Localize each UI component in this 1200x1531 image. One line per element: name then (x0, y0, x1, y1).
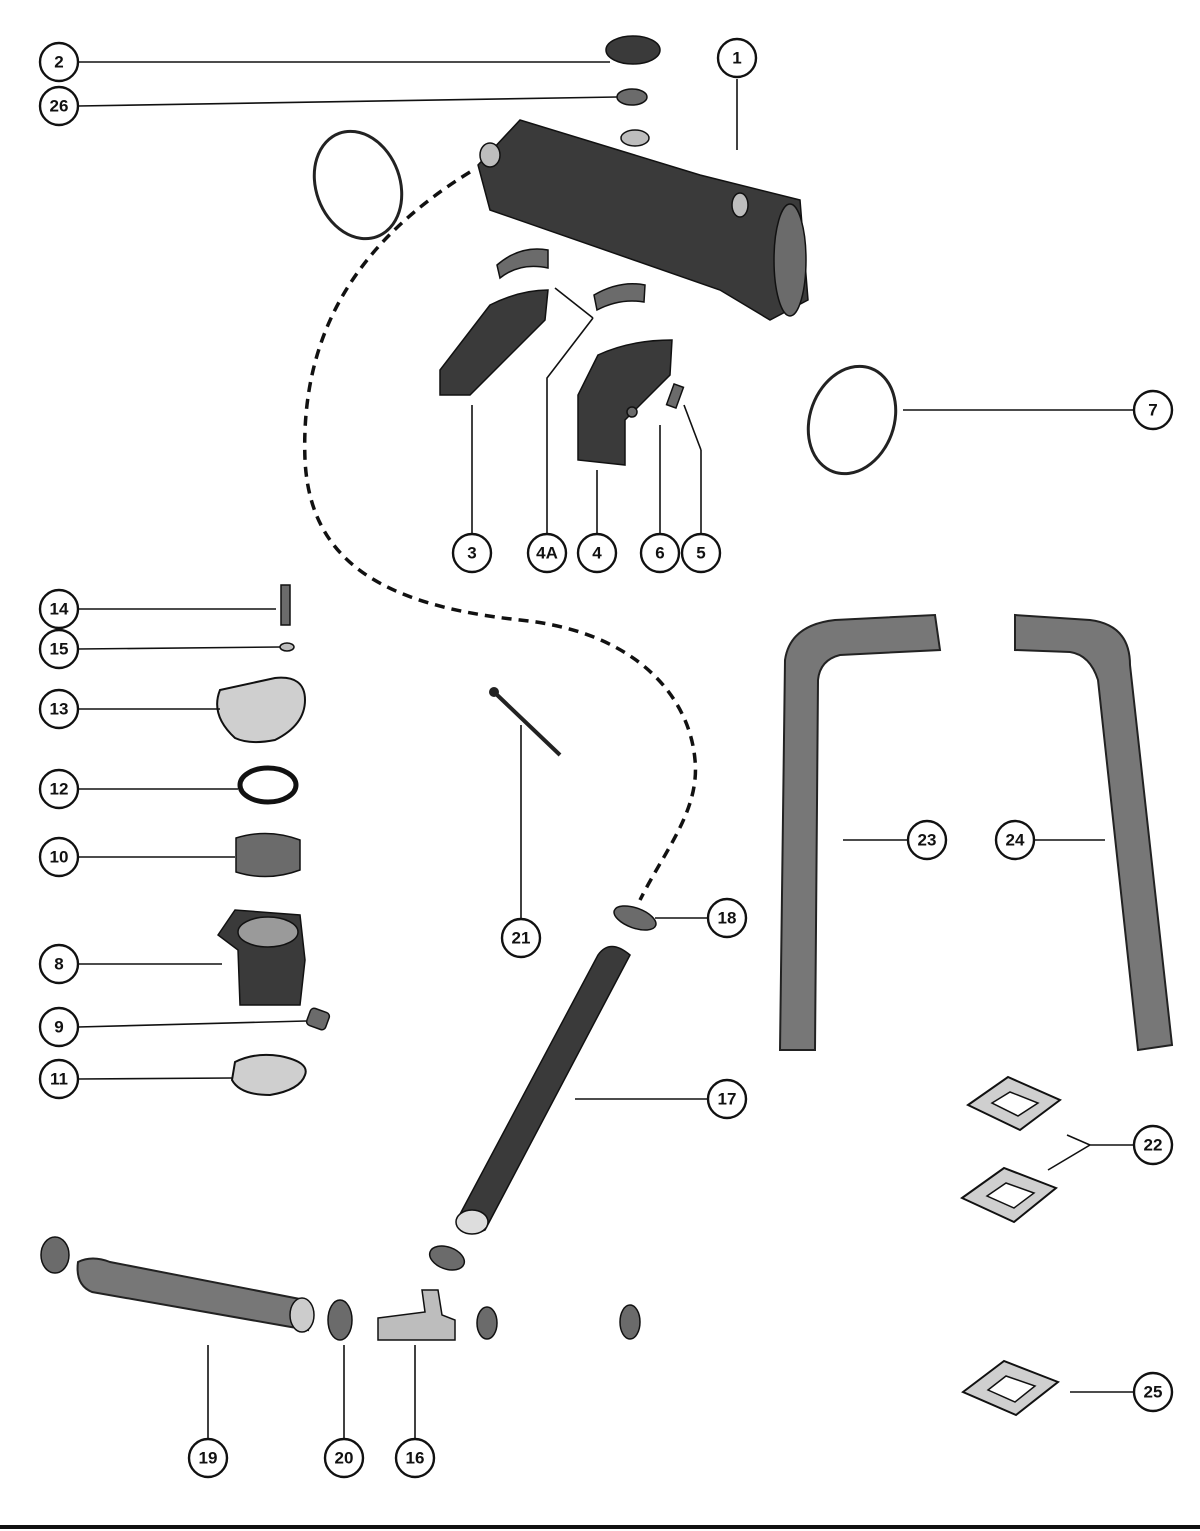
svg-text:23: 23 (918, 831, 937, 850)
svg-text:6: 6 (655, 544, 664, 563)
svg-text:16: 16 (406, 1449, 425, 1468)
callout-4a: 4A (526, 532, 568, 574)
bracket-left (439, 289, 549, 396)
hose-19 (76, 1257, 310, 1332)
callout-26: 26 (38, 85, 80, 127)
svg-text:19: 19 (199, 1449, 218, 1468)
svg-text:17: 17 (718, 1090, 737, 1109)
svg-text:13: 13 (50, 700, 69, 719)
cap-gasket (616, 88, 648, 106)
callout-15: 15 (38, 628, 80, 670)
svg-text:1: 1 (732, 49, 741, 68)
clamp-18 (613, 905, 657, 931)
svg-text:18: 18 (718, 909, 737, 928)
o-ring-12 (237, 765, 299, 805)
bracket-right (577, 339, 673, 466)
clamp-small-a (476, 1306, 498, 1340)
svg-text:4A: 4A (536, 544, 558, 563)
callout-6: 6 (639, 532, 681, 574)
gasket-13 (216, 676, 307, 744)
callout-23: 23 (906, 819, 948, 861)
svg-text:3: 3 (467, 544, 476, 563)
hose-23 (778, 613, 942, 1051)
clamp-small-b (619, 1304, 641, 1340)
svg-text:26: 26 (50, 97, 69, 116)
svg-text:22: 22 (1144, 1136, 1163, 1155)
svg-text:4: 4 (592, 544, 602, 563)
svg-text:7: 7 (1148, 401, 1157, 420)
large-clamp-left (312, 129, 404, 241)
svg-text:15: 15 (50, 640, 69, 659)
callout-2: 2 (38, 41, 80, 83)
sleeve-10 (235, 832, 301, 878)
bracket-pad-upper-left (496, 248, 549, 280)
svg-text:21: 21 (512, 929, 531, 948)
screw-5 (665, 382, 685, 410)
callout-19: 19 (187, 1437, 229, 1479)
callout-12: 12 (38, 768, 80, 810)
callout-18: 18 (706, 897, 748, 939)
callout-7: 7 (1132, 389, 1174, 431)
washer-15 (279, 642, 295, 652)
clamp-bottom-left (40, 1236, 70, 1274)
hose-24 (1014, 613, 1174, 1052)
callout-5: 5 (680, 532, 722, 574)
svg-text:11: 11 (50, 1070, 68, 1089)
callout-9: 9 (38, 1006, 80, 1048)
hose-17 (457, 945, 631, 1234)
callout-22: 22 (1132, 1124, 1174, 1166)
svg-text:2: 2 (54, 53, 63, 72)
svg-text:25: 25 (1144, 1383, 1163, 1402)
callout-13: 13 (38, 688, 80, 730)
gasket-11 (230, 1053, 307, 1097)
fitting-9 (305, 1007, 331, 1031)
large-clamp-right (806, 364, 898, 476)
leader-lines (77, 61, 1133, 1438)
bolt-14 (280, 584, 291, 626)
callout-21: 21 (500, 917, 542, 959)
svg-text:12: 12 (50, 780, 69, 799)
svg-text:9: 9 (54, 1018, 63, 1037)
bolt-21 (492, 690, 562, 757)
callout-20: 20 (323, 1437, 365, 1479)
washer-6 (626, 406, 638, 418)
clamp-20 (327, 1299, 353, 1341)
callout-14: 14 (38, 588, 80, 630)
routing-dashed-line (302, 170, 698, 901)
svg-text:10: 10 (50, 848, 69, 867)
callout-8: 8 (38, 943, 80, 985)
svg-text:5: 5 (696, 544, 705, 563)
clamp-center (428, 1245, 466, 1271)
callout-4: 4 (576, 532, 618, 574)
callout-11: 11 (38, 1058, 80, 1100)
callout-10: 10 (38, 836, 80, 878)
svg-text:14: 14 (50, 600, 69, 619)
bracket-pad-upper-right (593, 283, 646, 312)
svg-text:24: 24 (1006, 831, 1025, 850)
tee-fitting-16 (377, 1289, 456, 1341)
pressure-cap (605, 35, 661, 65)
svg-text:20: 20 (335, 1449, 354, 1468)
svg-text:8: 8 (54, 955, 63, 974)
callout-24: 24 (994, 819, 1036, 861)
heat-exchanger (477, 119, 809, 321)
callout-3: 3 (451, 532, 493, 574)
callout-25: 25 (1132, 1371, 1174, 1413)
callout-1: 1 (716, 37, 758, 79)
callout-17: 17 (706, 1078, 748, 1120)
callout-16: 16 (394, 1437, 436, 1479)
